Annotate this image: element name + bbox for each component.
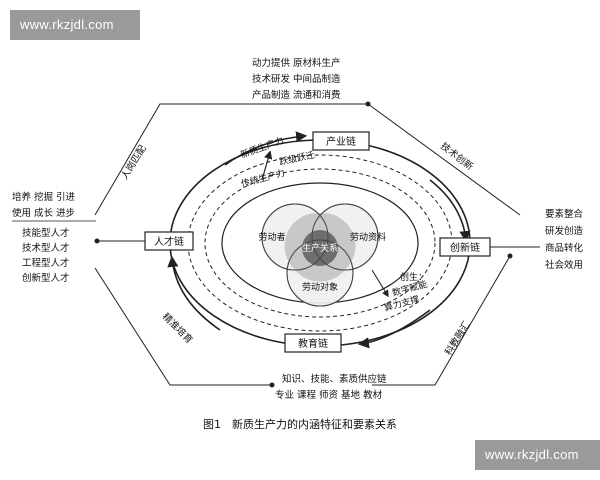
flow-arrow-right [429, 179, 471, 243]
diag-label-top-right: 技术创新 [438, 140, 476, 173]
venn-diagram [261, 203, 379, 307]
venn-label-center: 生产关系 [302, 242, 338, 254]
right-box-row4: 社会效用 [545, 259, 583, 271]
education-chain-box: 教育链 [284, 333, 342, 353]
frame-top-right [367, 103, 521, 216]
talent-chain-box: 人才链 [144, 231, 194, 251]
innovation-chain-box: 创新链 [439, 237, 491, 257]
top-box-row3: 产品制造 流通和消费 [252, 89, 341, 101]
venn-label-labor: 劳动者 [258, 231, 285, 243]
diag-label-bottom-left: 精准培育 [160, 311, 195, 346]
node-top [365, 101, 371, 107]
top-box-row2: 技术研发 中间品制造 [252, 73, 341, 85]
support-arrow [371, 269, 389, 298]
flow-arrow-top [224, 131, 308, 166]
right-box-row1: 要素整合 [545, 208, 584, 220]
support-line1: 创生： [400, 271, 427, 283]
talent-type-2: 技术型人才 [22, 242, 70, 254]
frame-top-left [94, 103, 368, 216]
talent-type-3: 工程型人才 [22, 257, 70, 269]
innovation-chain-label: 创新链 [450, 241, 480, 254]
industry-chain-label: 产业链 [326, 135, 356, 148]
flow-arrow-left [167, 255, 221, 331]
watermark-bottom: www.rkzjdl.com [475, 440, 600, 470]
industry-chain-box: 产业链 [312, 131, 370, 151]
left-box-row1: 培养 挖掘 引进 [12, 191, 76, 203]
figure-caption: 图1 新质生产力的内涵特征和要素关系 [203, 418, 397, 431]
talent-type-4: 创新型人才 [22, 272, 70, 284]
venn-label-materials: 劳动资料 [350, 231, 386, 243]
left-box-row2: 使用 成长 进步 [12, 207, 75, 219]
frame-bottom-right [372, 255, 511, 386]
bottom-box-row1: 知识、技能、素质供应链 [282, 373, 387, 385]
talent-chain-label: 人才链 [154, 235, 184, 248]
talent-type-1: 技能型人才 [22, 227, 70, 239]
upgrade-arrow [261, 150, 273, 181]
bottom-box-row2: 专业 课程 师资 基地 教材 [275, 389, 383, 401]
education-chain-label: 教育链 [298, 337, 328, 350]
inner-arc-label: 传统生产力 [240, 167, 287, 190]
outer-arc-label: 新质生产力 [239, 134, 285, 161]
right-box-row3: 商品转化 [545, 242, 584, 254]
frame-bottom-left [94, 267, 270, 386]
venn-center [302, 230, 338, 266]
right-box-row2: 研发创造 [545, 225, 584, 237]
node-right [507, 253, 513, 259]
node-bottom [269, 382, 275, 388]
venn-label-objects: 劳动对象 [302, 281, 338, 293]
transition-label: 跃级跃迁 [278, 149, 316, 168]
flow-arrow-bottom [357, 309, 431, 349]
node-left [94, 238, 100, 244]
diag-label-bottom-right: 科教融汇 [442, 319, 473, 358]
dashed-ring-inner [204, 168, 436, 318]
watermark-top: www.rkzjdl.com [10, 10, 140, 40]
top-box-row1: 动力提供 原材料生产 [252, 57, 341, 69]
